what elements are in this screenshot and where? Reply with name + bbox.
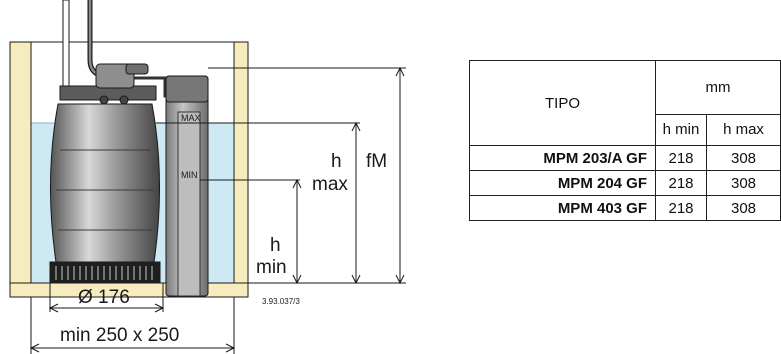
float-top bbox=[165, 75, 209, 103]
h-min-cell: 218 bbox=[655, 170, 707, 196]
model-cell: MPM 203/A GF bbox=[469, 145, 656, 171]
diameter-label: Ø 176 bbox=[78, 287, 130, 308]
pump-bolt bbox=[119, 95, 129, 105]
fM-label: fM bbox=[366, 151, 387, 172]
fM-arrow-top bbox=[395, 66, 405, 77]
header-tipo: TIPO bbox=[469, 60, 656, 146]
header-unit: mm bbox=[655, 60, 781, 115]
model-cell: MPM 204 GF bbox=[469, 170, 656, 196]
h-min-arrow-top bbox=[292, 178, 302, 189]
pump-bolt bbox=[99, 95, 109, 105]
diameter-arrow-left bbox=[48, 303, 59, 313]
left-wall bbox=[9, 41, 32, 298]
pump-motor-cap bbox=[95, 63, 135, 89]
right-wall bbox=[233, 41, 249, 298]
pump-installation-diagram: MAX MIN h max fM h min 3.93.037/3 bbox=[9, 0, 406, 354]
h-max-label-max: max bbox=[312, 174, 348, 195]
spec-table: TIPO mm h min h max MPM 203/A GF 218 308… bbox=[469, 60, 781, 221]
diameter-arrow-right bbox=[154, 303, 165, 313]
h-max-cell: 308 bbox=[706, 145, 781, 171]
strainer-slots bbox=[55, 266, 153, 280]
float-column bbox=[177, 111, 201, 297]
pump-handle bbox=[125, 63, 149, 75]
table-row: MPM 204 GF 218 308 bbox=[469, 170, 781, 196]
table-row: MPM 203/A GF 218 308 bbox=[469, 145, 781, 171]
pit-arrow-right bbox=[225, 343, 236, 353]
pit-size-label: min 250 x 250 bbox=[60, 325, 179, 346]
h-max-label-h: h bbox=[331, 151, 342, 172]
float-max-mark: MAX bbox=[181, 113, 201, 123]
drawing-code: 3.93.037/3 bbox=[262, 297, 300, 306]
h-min-cell: 218 bbox=[655, 195, 707, 221]
h-min-cell: 218 bbox=[655, 145, 707, 171]
header-h-min: h min bbox=[655, 113, 707, 147]
h-min-label-min: min bbox=[256, 257, 287, 278]
pump-body bbox=[49, 103, 161, 263]
fM-arrow-bottom bbox=[395, 274, 405, 285]
h-max-arrow-bottom bbox=[351, 274, 361, 285]
header-h-max: h max bbox=[706, 113, 781, 147]
h-max-cell: 308 bbox=[706, 195, 781, 221]
pump-strainer-base bbox=[49, 261, 161, 284]
h-min-arrow-bottom bbox=[292, 274, 302, 285]
h-max-arrow-top bbox=[351, 121, 361, 132]
model-cell: MPM 403 GF bbox=[469, 195, 656, 221]
pit-arrow-left bbox=[29, 343, 40, 353]
discharge-pipe bbox=[62, 0, 70, 95]
h-min-label-h: h bbox=[270, 235, 281, 256]
float-min-mark: MIN bbox=[181, 170, 198, 180]
h-max-cell: 308 bbox=[706, 170, 781, 196]
table-row: MPM 403 GF 218 308 bbox=[469, 195, 781, 221]
